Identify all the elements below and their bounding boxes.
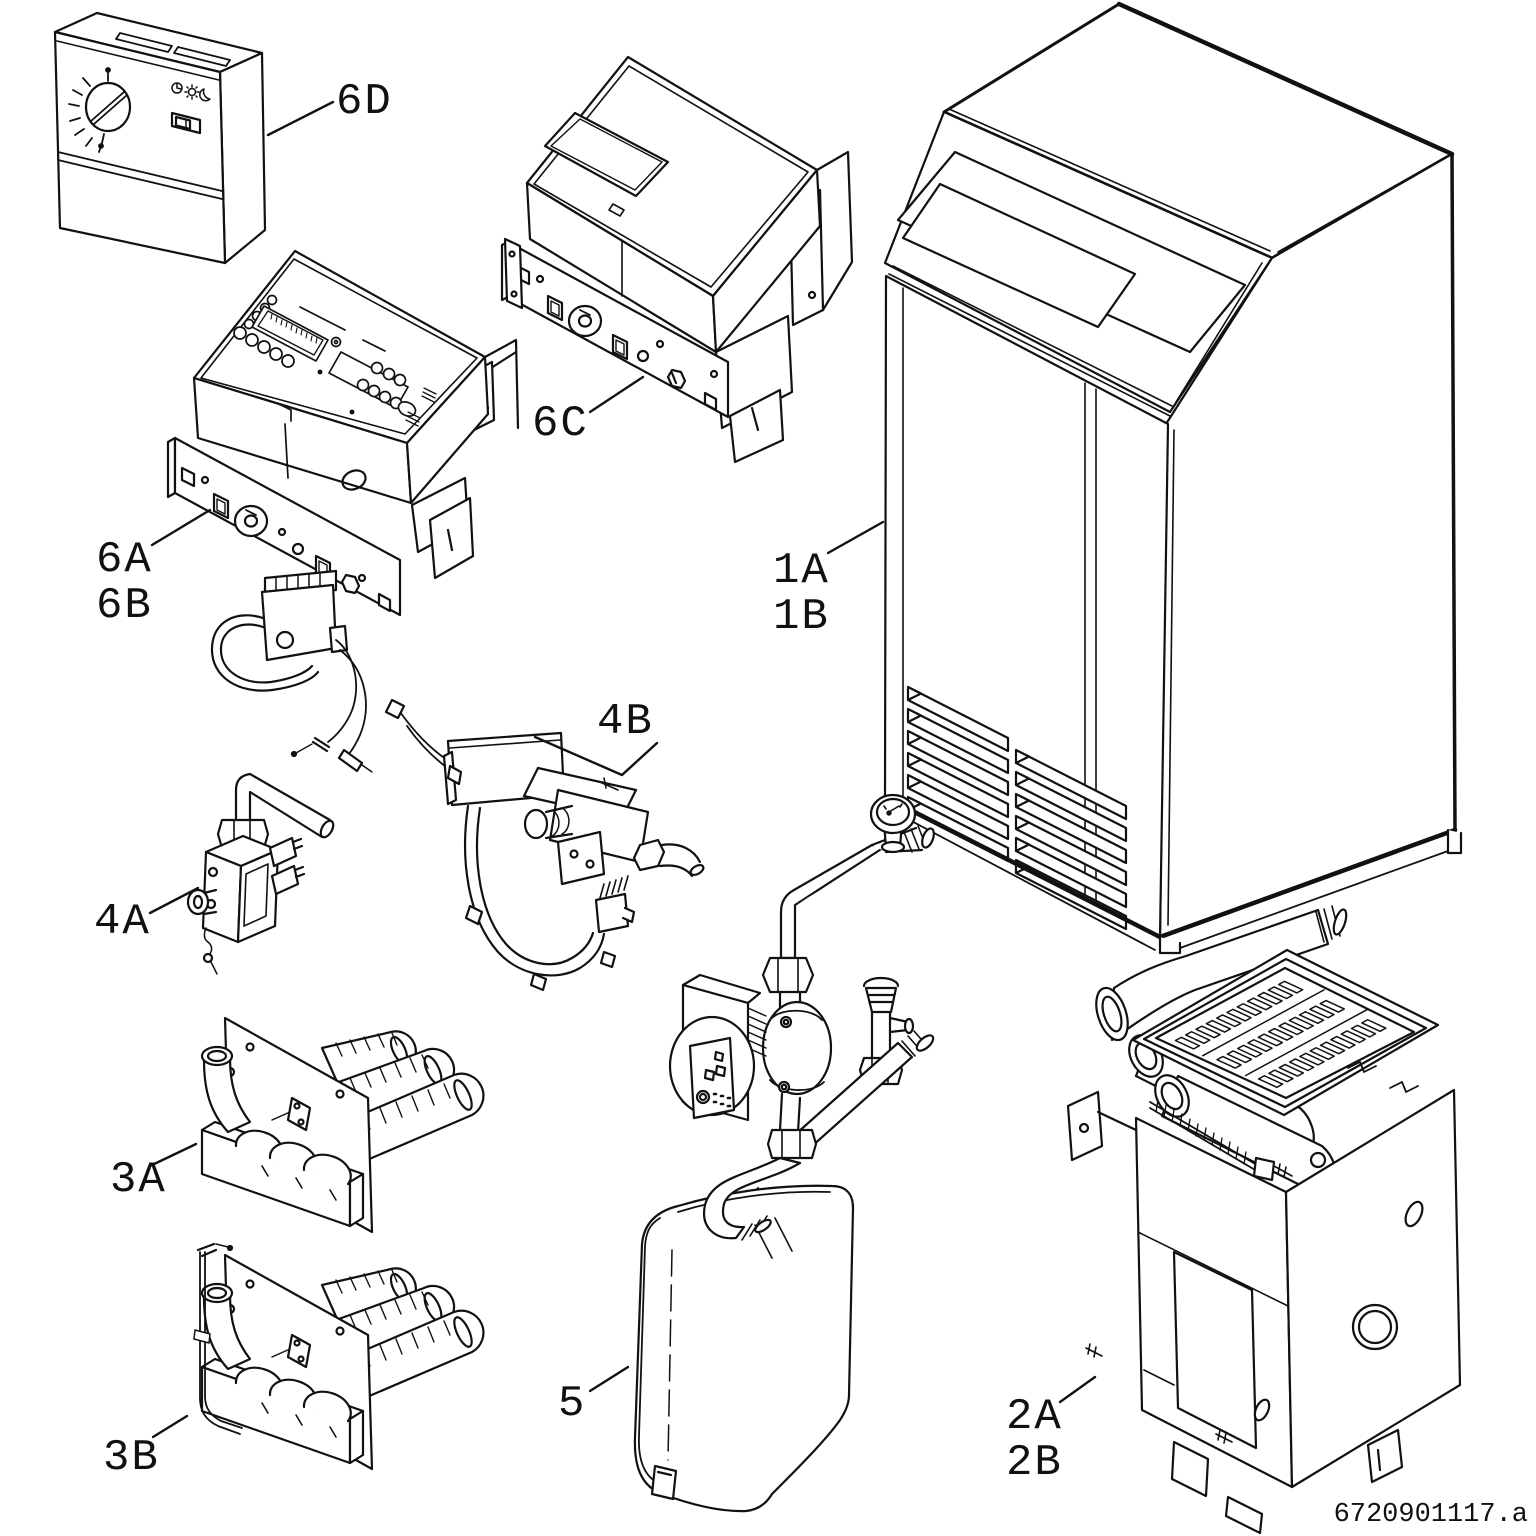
control-panel-6c [500, 55, 854, 464]
part-label-6b: 6B [96, 581, 153, 631]
part-label-6d: 6D [336, 77, 393, 127]
part-label-2b: 2B [1006, 1438, 1063, 1488]
gas-valve-harness-4b [384, 698, 705, 992]
part-label-6a: 6A [96, 535, 153, 585]
burner-3b [193, 1242, 485, 1471]
part-label-4a: 4A [94, 897, 151, 947]
part-label-1b: 1B [773, 592, 830, 642]
part-label-3b: 3B [103, 1433, 160, 1483]
switch [170, 111, 202, 135]
expansion-vessel [633, 1184, 855, 1513]
burner-3a [200, 1016, 485, 1234]
thermostat-dial [68, 67, 132, 153]
part-label-1a: 1A [773, 546, 830, 596]
leader-lines [148, 100, 1097, 1439]
part-label-6c: 6C [532, 399, 589, 449]
gas-valve-4a [186, 772, 335, 975]
clock-icon [171, 82, 183, 94]
pump-assembly [668, 956, 935, 1241]
pressure-gauge-pipe [779, 793, 935, 960]
control-panel-6a6b [166, 249, 520, 773]
boiler-cabinet [882, 1, 1463, 955]
part-label-3a: 3A [110, 1155, 167, 1205]
display-and-buttons [233, 294, 437, 427]
part-label-2a: 2A [1006, 1392, 1063, 1442]
room-controller [53, 11, 267, 265]
part-label-4b: 4B [597, 697, 654, 747]
part-label-5: 5 [558, 1379, 587, 1429]
moon-icon [199, 88, 211, 102]
sun-icon [184, 84, 200, 100]
ignition-transformer [210, 569, 373, 773]
heat-exchanger [1068, 905, 1460, 1535]
document-number: 6720901117.a [1333, 1500, 1528, 1530]
